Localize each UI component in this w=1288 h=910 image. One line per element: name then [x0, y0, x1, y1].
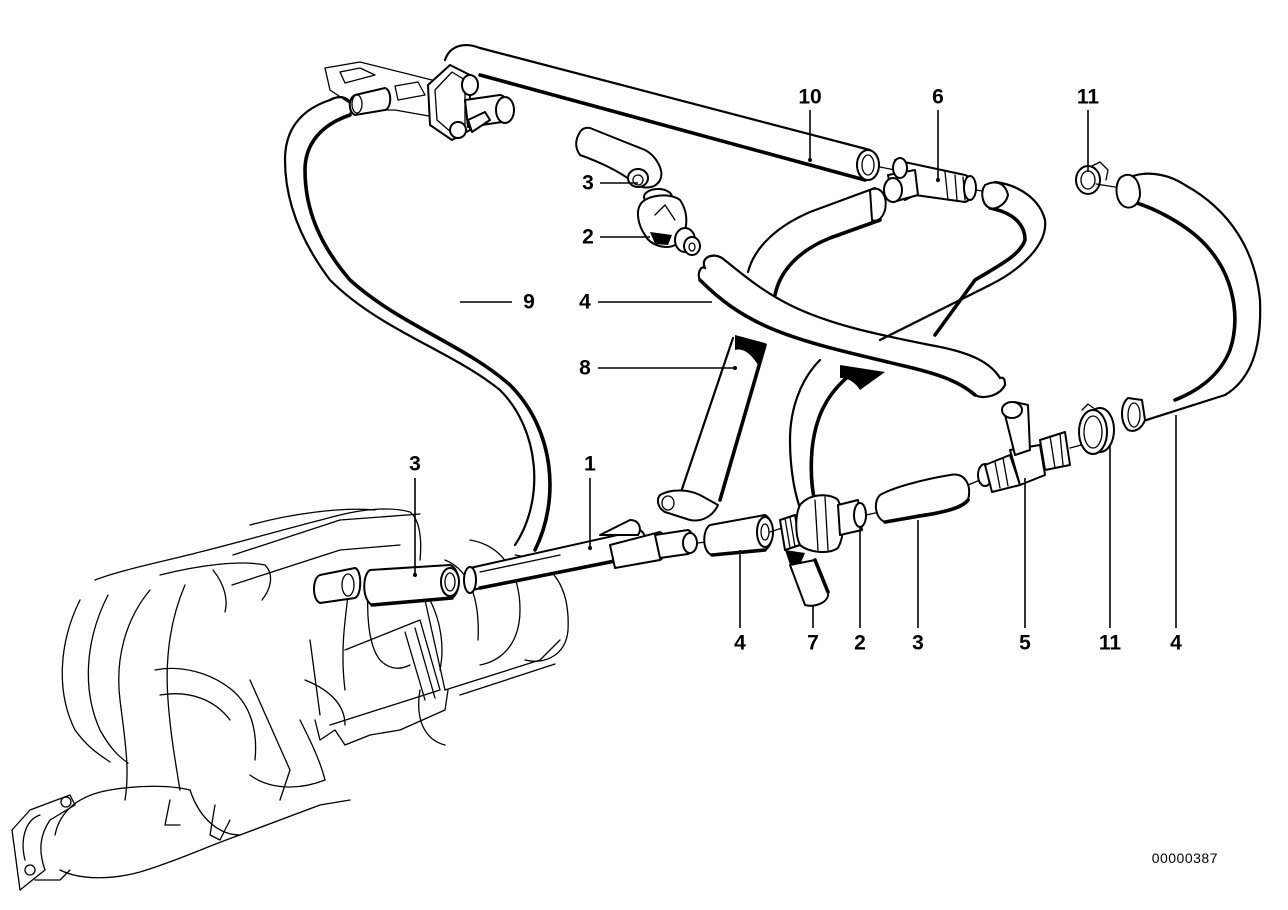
t-piece-5 [977, 401, 1101, 493]
top-fitting-block [324, 61, 515, 141]
callout-3-manifold: 3 [409, 452, 421, 476]
callout-5: 5 [1019, 631, 1031, 655]
callout-8: 8 [579, 356, 591, 380]
callout-10: 9 [523, 290, 535, 314]
callout-7: 7 [807, 631, 819, 655]
short-hose-4 [703, 514, 783, 557]
upper-clamp-11 [1075, 161, 1116, 195]
callout-9: 10 [798, 85, 822, 109]
lower-clamp-11 [1078, 403, 1115, 455]
callout-4-middle: 4 [579, 290, 591, 314]
hose-9 [443, 44, 896, 182]
hose-8 [656, 335, 885, 522]
hose-10 [283, 96, 552, 552]
right-hose-4 [1115, 172, 1262, 432]
t-piece-6 [883, 157, 989, 203]
callout-11-lower: 11 [1098, 631, 1122, 655]
hose-right-of-t6 [878, 180, 1047, 342]
lower-hose-3 [874, 473, 981, 524]
callout-3-lower: 3 [912, 631, 924, 655]
diagram-reference-number: 00000387 [1151, 850, 1218, 866]
callout-4-short: 4 [734, 631, 746, 655]
hose-7 [785, 550, 830, 607]
upper-hose-3 [575, 126, 663, 189]
callout-6: 6 [932, 85, 944, 109]
leader-lines [413, 110, 1177, 628]
lower-valve-2 [779, 494, 881, 553]
callout-2-upper: 2 [582, 225, 594, 249]
callout-4-right: 4 [1170, 631, 1182, 655]
hose-4-middle [697, 254, 1007, 399]
hose-upper-arc [746, 186, 887, 297]
callout-1: 1 [584, 452, 596, 476]
callout-3-upper: 3 [582, 171, 594, 195]
callout-11-upper: 11 [1076, 85, 1100, 109]
manifold-hose-3 [363, 564, 477, 607]
pipe-1 [465, 519, 709, 591]
upper-valve-2 [636, 188, 701, 256]
callout-2-lower: 2 [854, 631, 866, 655]
